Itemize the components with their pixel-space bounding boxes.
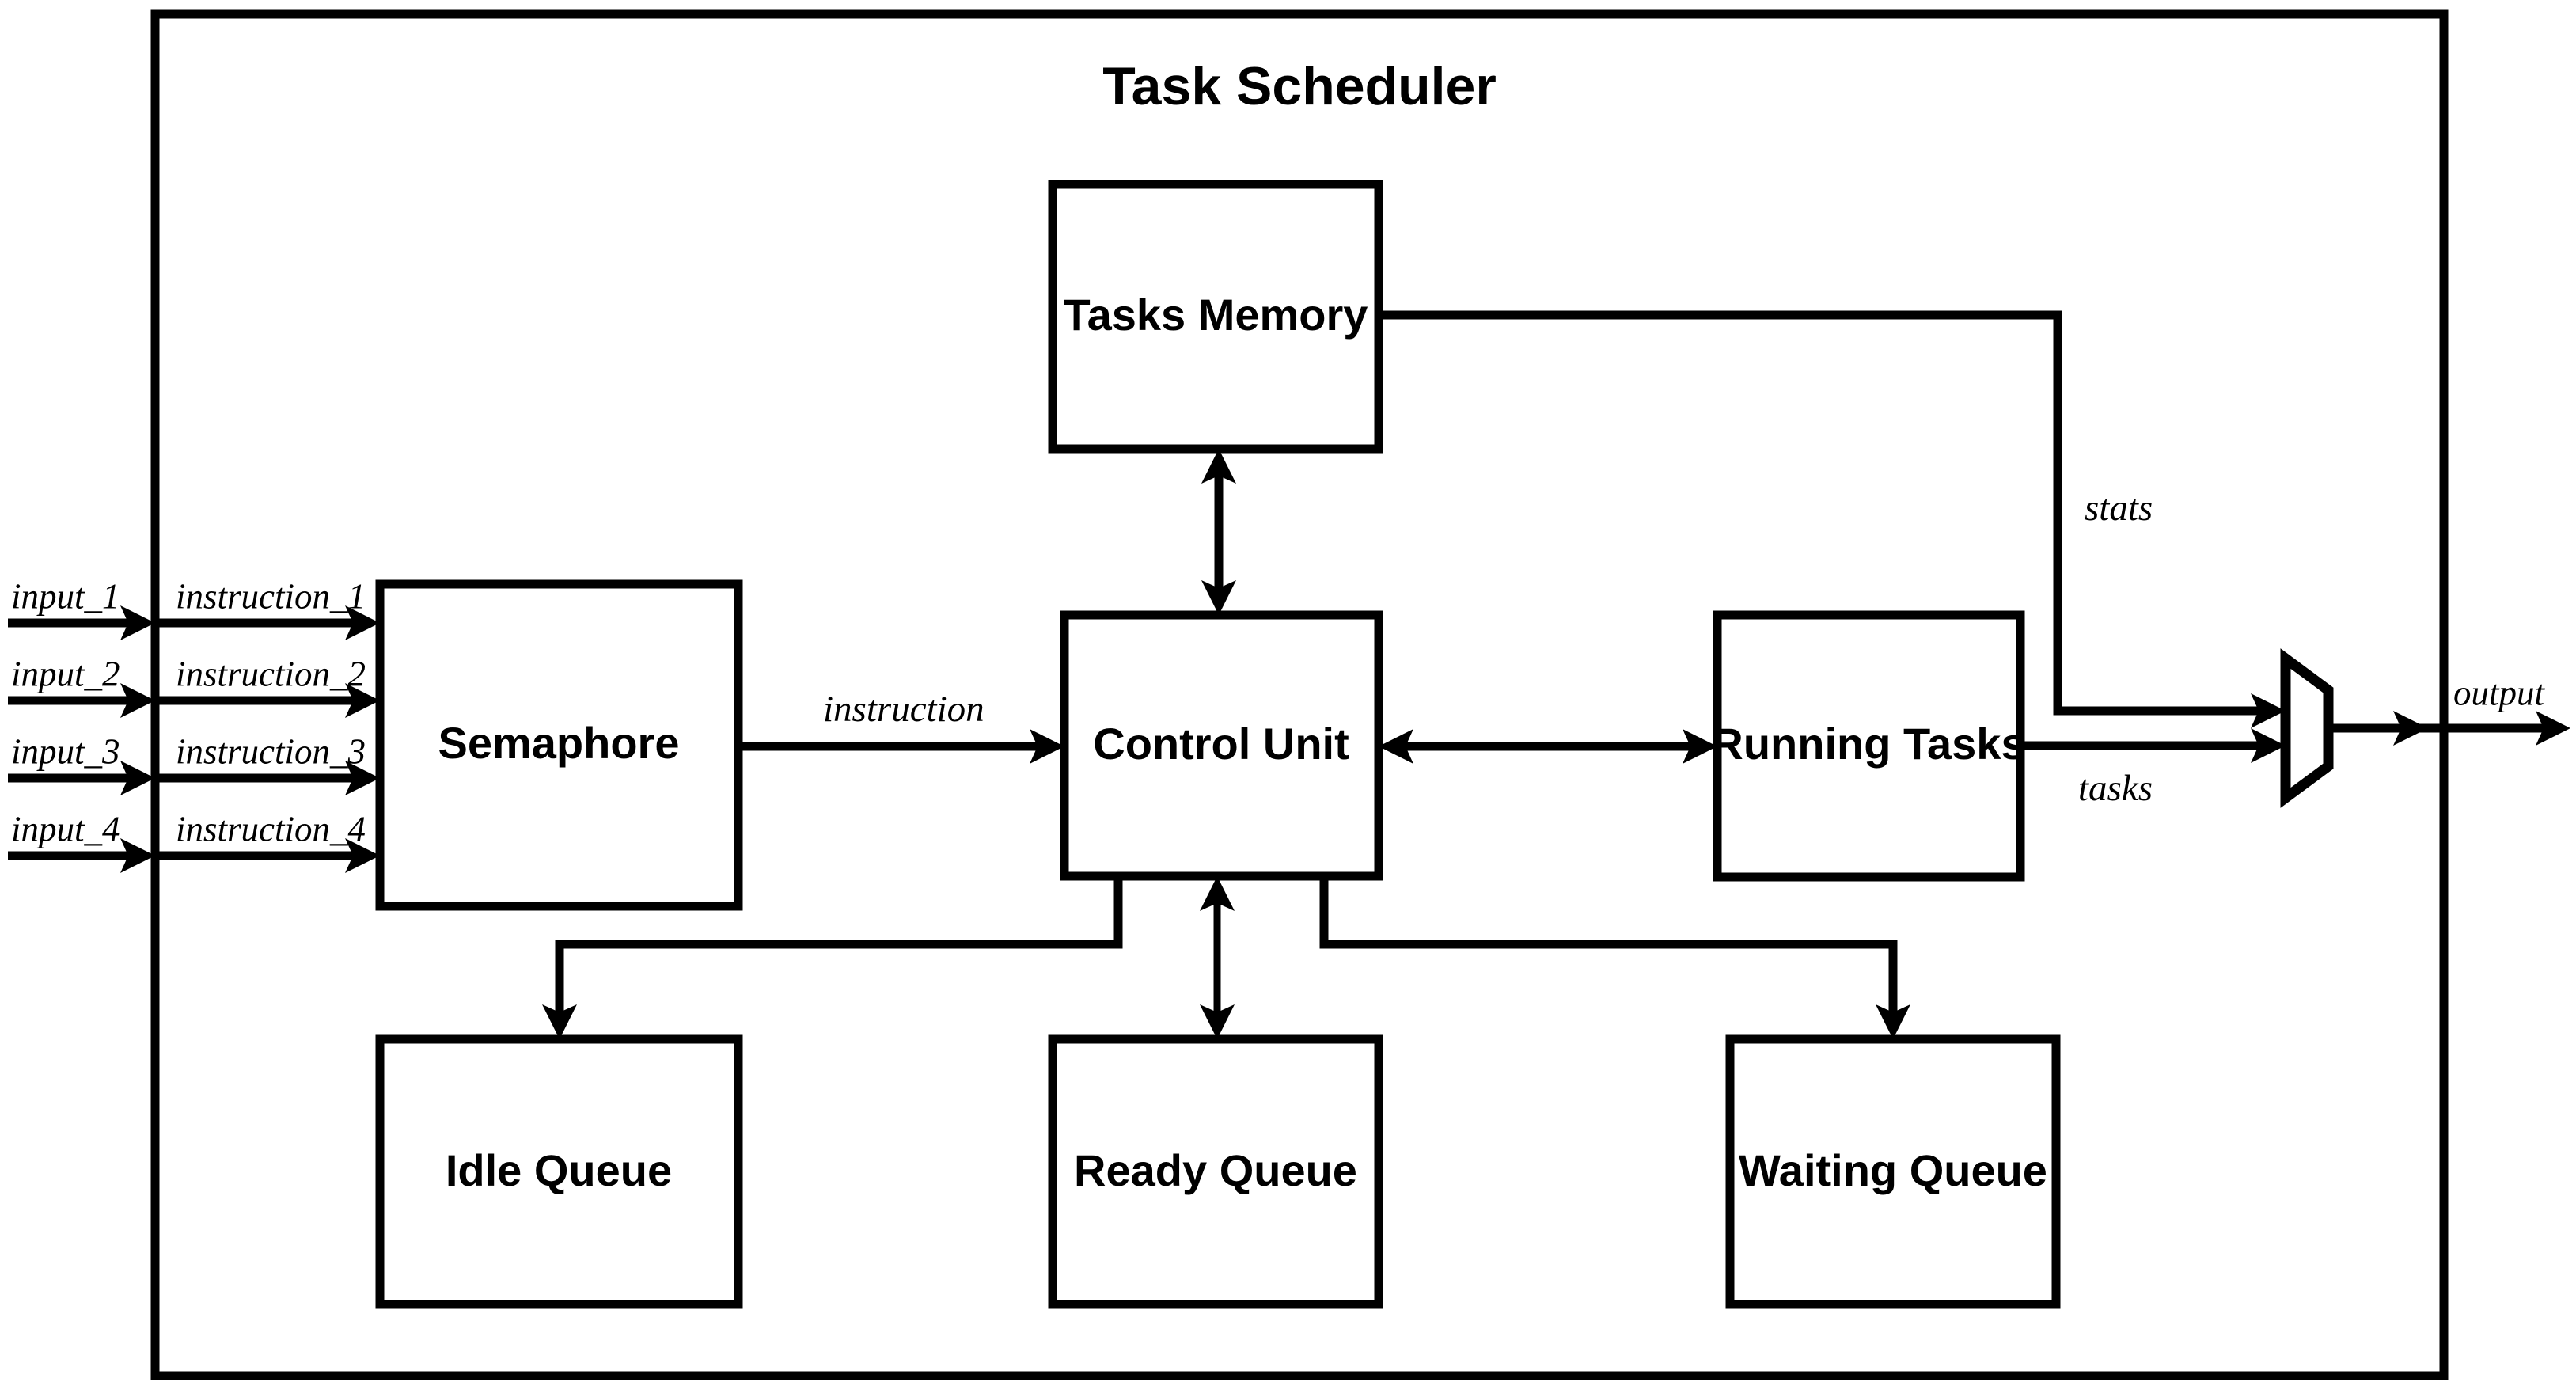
tasks-signal-label: tasks (2078, 768, 2153, 809)
block-waiting-queue[interactable]: Waiting Queue (1725, 1034, 2061, 1309)
output-mux (2280, 648, 2334, 808)
input-2-label: input_2 (11, 654, 120, 693)
block-control-unit[interactable]: Control Unit (1060, 610, 1383, 881)
idle-queue-wire (542, 876, 1123, 1039)
block-running-tasks[interactable]: Running Tasks (1711, 610, 2026, 882)
output-wire (2328, 711, 2570, 746)
stats-signal-label: stats (2085, 488, 2153, 529)
instruction-2-wire (159, 683, 380, 718)
block-label-tasks-memory: Tasks Memory (1064, 290, 1368, 340)
stats-wire (1379, 310, 2286, 728)
output-label: output (2453, 673, 2546, 712)
instruction-1-label: instruction_1 (176, 576, 366, 616)
input-4-wire (8, 838, 155, 873)
block-label-running-tasks: Running Tasks (1711, 719, 2025, 769)
tasks-memory-control-unit-wire (1201, 449, 1236, 615)
input-3-wire (8, 761, 155, 795)
instruction-4-label: instruction_4 (176, 809, 366, 848)
instruction-4-wire (159, 838, 380, 873)
block-tasks-memory[interactable]: Tasks Memory (1048, 180, 1383, 454)
instruction-wire (738, 729, 1064, 764)
block-semaphore[interactable]: Semaphore (375, 579, 743, 911)
block-label-control-unit: Control Unit (1093, 719, 1349, 769)
block-label-waiting-queue: Waiting Queue (1739, 1145, 2047, 1195)
tasks-wire (2020, 728, 2286, 763)
ready-queue-wire (1200, 876, 1235, 1039)
instruction-3-wire (159, 761, 380, 795)
input-1-label: input_1 (11, 576, 120, 616)
waiting-queue-wire (1319, 876, 1910, 1039)
control-unit-running-tasks-wire (1379, 729, 1717, 764)
block-label-ready-queue: Ready Queue (1074, 1145, 1357, 1195)
instruction-3-label: instruction_3 (176, 731, 366, 771)
input-4-label: input_4 (11, 809, 120, 848)
instruction-2-label: instruction_2 (176, 654, 366, 693)
instruction-1-wire (159, 605, 380, 640)
block-label-semaphore: Semaphore (438, 718, 680, 768)
block-idle-queue[interactable]: Idle Queue (375, 1034, 743, 1309)
input-1-wire (8, 605, 155, 640)
instruction-signal-label: instruction (823, 689, 984, 730)
input-2-wire (8, 683, 155, 718)
block-ready-queue[interactable]: Ready Queue (1048, 1034, 1383, 1309)
block-label-idle-queue: Idle Queue (446, 1145, 672, 1195)
page-title: Task Scheduler (1102, 56, 1497, 116)
input-3-label: input_3 (11, 731, 120, 771)
